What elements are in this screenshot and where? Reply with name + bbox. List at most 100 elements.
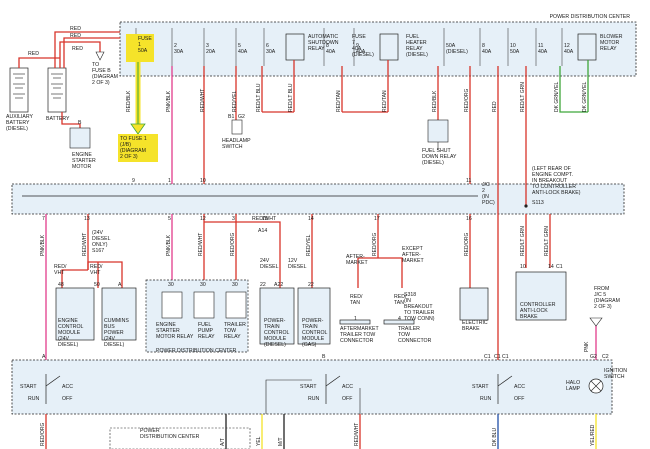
bus-wire-label-7: RED/ORG — [372, 233, 378, 256]
splice-s113 — [524, 204, 528, 208]
ign-link-1 — [265, 379, 312, 414]
ign-blade-1 — [45, 375, 61, 387]
pin-50: 50 — [94, 282, 100, 288]
pdc-bottom-label: POWER DISTRIBUTION CENTER — [156, 348, 237, 354]
bottom-wire-label-3: A/T — [220, 438, 226, 446]
relay-sub-box-1 — [161, 291, 183, 319]
module-box-9 — [515, 271, 567, 321]
pin-g2-label: G2 — [238, 114, 245, 120]
module-box-7 — [383, 319, 415, 325]
wire-top-label-5: RED/LT BLU — [256, 83, 262, 112]
module-box-6 — [339, 319, 371, 325]
module-box-8 — [459, 287, 489, 321]
pdc-title: POWER DISTRIBUTION CENTER — [550, 14, 631, 20]
pin-22b: 22 — [308, 282, 314, 288]
bottom-wire-label-5: RED/WHT — [354, 423, 360, 446]
ign-pin-b: B — [322, 354, 326, 360]
redvht2-label: RED/VHT — [90, 264, 103, 276]
pin-30b: 30 — [200, 282, 206, 288]
ign-pin-c1a: C1 — [484, 354, 491, 360]
wire-top-label-9: RED/BLK — [432, 90, 438, 112]
ign-off-1: OFF — [62, 396, 72, 402]
wire-top-label-8: RED/TAN — [382, 90, 388, 112]
pin-a22: A22 — [274, 282, 283, 288]
redwht-a14-wire-label: RED/WHT — [252, 216, 277, 222]
a14-label: A14 — [258, 228, 267, 234]
wire-join-3 — [559, 66, 588, 113]
fuel-shutdown-relay-box — [427, 119, 449, 143]
redvht1-label: RED/VHT — [54, 264, 67, 276]
wire-top-label-7: RED/TAN — [336, 90, 342, 112]
aux-battery-icon — [9, 67, 29, 113]
ign-pin-a: A — [42, 354, 46, 360]
bus-wire-label-1: PNK/BLK — [40, 234, 46, 256]
blower-relay-box — [577, 33, 597, 61]
pnk-label: PNK — [584, 341, 590, 352]
pin-b-label: B — [78, 120, 82, 126]
pin-label-8: 14 — [308, 216, 314, 222]
bus-wire-label-9: RED/LT GRN — [520, 226, 526, 256]
wire-label-red-3: RED — [28, 51, 39, 57]
bus-wire-label-10: RED/LT GRN — [544, 226, 550, 256]
pin-b1-label: B1 — [228, 114, 234, 120]
pin-48: 48 — [58, 282, 64, 288]
pin-c1-abs: C1 — [556, 264, 563, 270]
redtan2-label: RED/TAN — [394, 294, 407, 306]
pin-label-5: 12 — [200, 216, 206, 222]
pin-label-11: 16 — [466, 216, 472, 222]
fuse1-arrow-icon — [130, 123, 146, 135]
fuse1-label-highlight — [118, 134, 158, 162]
ign-acc-3: ACC — [514, 384, 525, 390]
pdc-box — [119, 21, 637, 77]
pin-30a: 30 — [168, 282, 174, 288]
wire-top-label-3: RED/WHT — [200, 89, 206, 112]
wire-top-label-4: RED/YEL — [232, 90, 238, 112]
battery-area — [9, 31, 120, 149]
fuse-b-arrow-icon — [95, 51, 105, 61]
fuse-label-8: 50A(DIESEL) — [446, 43, 468, 55]
drop-ecm-split — [87, 261, 123, 288]
ign-acc-1: ACC — [62, 384, 73, 390]
pin-label-1: 1 — [168, 178, 171, 184]
bottom-wire-label-2: YEL — [256, 436, 262, 446]
pin-label-3: 11 — [466, 178, 471, 184]
pin-1-tow: 1 — [354, 316, 357, 322]
pin-label-13: 9 — [132, 178, 135, 184]
bottom-wires — [45, 414, 597, 449]
module-box-1 — [55, 287, 95, 341]
pin-label-7: 15 — [262, 216, 268, 222]
fuse1-highlight — [126, 34, 154, 62]
ign-pin-g2: G2 — [590, 354, 597, 360]
wire-label-red-4: RED — [72, 46, 83, 52]
wire-label-red-1: RED — [70, 26, 81, 32]
bus-wire-label-3: PNK/BLK — [166, 234, 172, 256]
ign-run-1: RUN — [28, 396, 39, 402]
relay-sub-box-2 — [193, 291, 215, 319]
bottom-wire-label-4: M/T — [278, 437, 284, 446]
ign-acc-2: ACC — [342, 384, 353, 390]
ign-start-2: START — [300, 384, 317, 390]
